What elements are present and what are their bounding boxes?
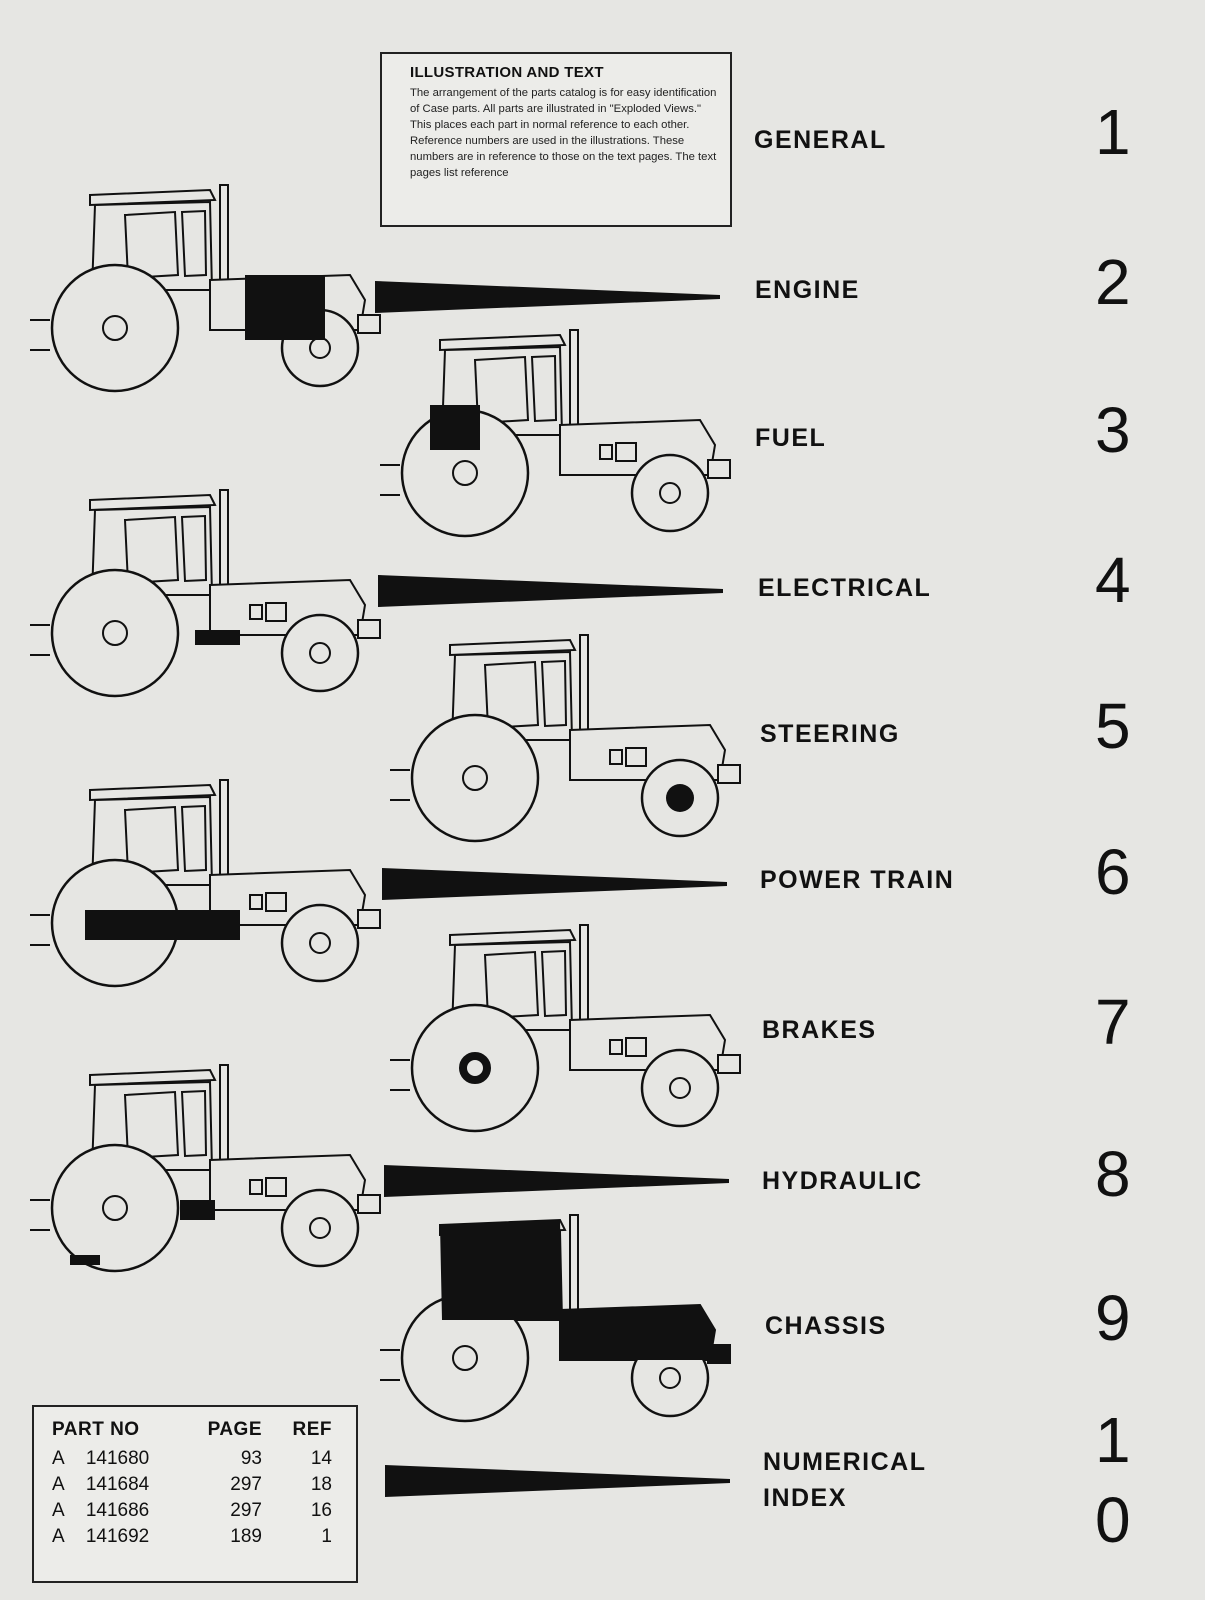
section-number-1: 1 [1095, 96, 1131, 168]
section-numerical-index[interactable]: NUMERICAL [763, 1448, 927, 1476]
part-no-cell: A 141684 [52, 1474, 150, 1495]
table-header-row: PART NO PAGE REF [52, 1419, 332, 1446]
tractor-illustration-electrical [30, 488, 382, 698]
ref-cell: 18 [310, 1474, 332, 1495]
ref-cell: 14 [310, 1448, 332, 1469]
tractor-illustration-chassis [380, 1213, 732, 1423]
page-cell: 189 [230, 1526, 262, 1547]
tractor-illustration-general [30, 183, 382, 393]
pointer-electrical [378, 575, 723, 607]
section-fuel[interactable]: FUEL [755, 424, 827, 452]
section-number-6: 6 [1095, 836, 1131, 908]
header-page: PAGE [207, 1419, 262, 1440]
section-number-8: 8 [1095, 1138, 1131, 1210]
table-row: A 141684 297 18 [52, 1472, 332, 1498]
page-cell: 93 [240, 1448, 262, 1469]
part-no-cell: A 141692 [52, 1526, 150, 1547]
pointer-power-train [382, 868, 727, 900]
part-no-cell: A 141680 [52, 1448, 150, 1469]
table-row: A 141680 93 14 [52, 1446, 332, 1472]
pointer-engine [375, 281, 720, 313]
section-electrical[interactable]: ELECTRICAL [758, 574, 932, 602]
section-number-10-digit1: 1 [1095, 1404, 1131, 1476]
section-number-5: 5 [1095, 690, 1131, 762]
section-number-9: 9 [1095, 1282, 1131, 1354]
ref-cell: 1 [321, 1526, 332, 1547]
header-part-no: PART NO [52, 1419, 140, 1440]
section-power-train[interactable]: POWER TRAIN [760, 866, 955, 894]
pointer-hydraulic [384, 1165, 729, 1197]
info-box-body: The arrangement of the parts catalog is … [410, 87, 717, 179]
pointer-numerical-index [385, 1465, 730, 1497]
table-row: A 141692 189 1 [52, 1524, 332, 1550]
section-number-10-digit2: 0 [1095, 1484, 1131, 1556]
section-hydraulic[interactable]: HYDRAULIC [762, 1167, 923, 1195]
section-brakes[interactable]: BRAKES [762, 1016, 877, 1044]
section-engine[interactable]: ENGINE [755, 276, 860, 304]
tractor-illustration-steering [390, 633, 742, 843]
section-number-2: 2 [1095, 246, 1131, 318]
part-no-cell: A 141686 [52, 1500, 150, 1521]
header-ref: REF [292, 1419, 332, 1440]
tractor-illustration-power-train [30, 778, 382, 988]
section-general[interactable]: GENERAL [754, 126, 887, 154]
section-numerical-index-line2[interactable]: INDEX [763, 1484, 847, 1512]
illustration-and-text-box: ILLUSTRATION AND TEXT The arrangement of… [380, 52, 732, 227]
table-row: A 141686 297 16 [52, 1498, 332, 1524]
page-cell: 297 [230, 1474, 262, 1495]
tractor-illustration-brakes [390, 923, 742, 1133]
tractor-illustration-hydraulic [30, 1063, 382, 1273]
info-box-title: ILLUSTRATION AND TEXT [410, 64, 604, 81]
section-number-7: 7 [1095, 986, 1131, 1058]
ref-cell: 16 [310, 1500, 332, 1521]
page-cell: 297 [230, 1500, 262, 1521]
section-steering[interactable]: STEERING [760, 720, 900, 748]
tractor-illustration-fuel [380, 328, 732, 538]
parts-table: PART NO PAGE REF A 141680 93 14 A 141684… [32, 1405, 358, 1583]
section-chassis[interactable]: CHASSIS [765, 1312, 887, 1340]
section-number-3: 3 [1095, 394, 1131, 466]
section-number-4: 4 [1095, 544, 1131, 616]
